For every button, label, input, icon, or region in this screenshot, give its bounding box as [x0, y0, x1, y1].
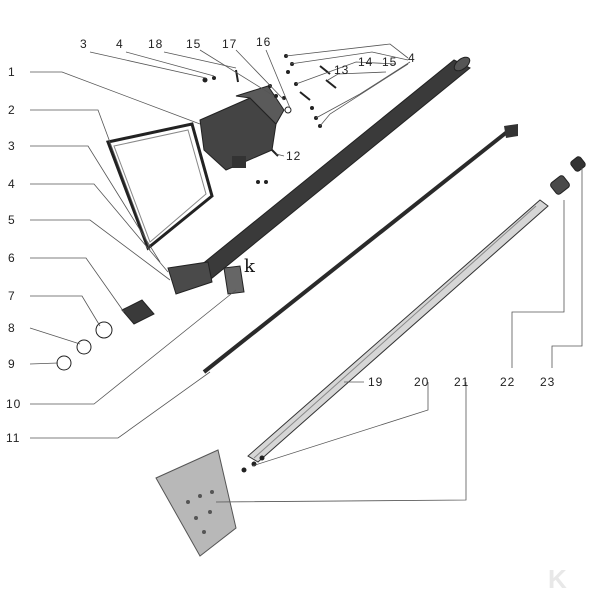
guide-rod: [202, 126, 514, 374]
bracket-foot: [232, 156, 246, 168]
callout-8: 8: [8, 321, 16, 335]
small-clamp-plate: [223, 265, 245, 295]
frame-plate: [105, 122, 214, 251]
callout-21: 21: [454, 375, 469, 389]
washer-7: [95, 321, 113, 339]
callout-6: 6: [8, 251, 16, 265]
coupling-22: [550, 175, 570, 195]
leader-lines: [29, 43, 583, 503]
callout-2: 2: [8, 103, 16, 117]
callout-9: 9: [8, 357, 16, 371]
guide-rod-end-cap: [504, 124, 518, 138]
washer-9: [56, 355, 72, 371]
base-plate: [155, 449, 237, 557]
callout-20: 20: [414, 375, 429, 389]
callout-right-15: 15: [382, 55, 397, 69]
callout-5: 5: [8, 213, 16, 227]
callout-top-16: 16: [256, 35, 271, 49]
callout-13: 13: [334, 63, 349, 77]
callout-top-3: 3: [80, 37, 88, 51]
callout-22: 22: [500, 375, 515, 389]
handwritten-k-mark: k: [244, 256, 256, 277]
mounting-bracket-top: [235, 85, 285, 125]
bushing-6: [121, 299, 155, 325]
tube-end-bracket: [167, 261, 213, 295]
callout-top-4: 4: [116, 37, 124, 51]
callout-10: 10: [6, 397, 21, 411]
watermark-logo: K: [548, 564, 567, 594]
callout-11: 11: [6, 431, 20, 445]
callout-3: 3: [8, 139, 16, 153]
callout-4: 4: [8, 177, 16, 191]
hardware-cluster: [202, 54, 337, 184]
callout-12: 12: [286, 149, 301, 163]
callout-top-17: 17: [222, 37, 237, 51]
callout-7: 7: [8, 289, 16, 303]
main-tube: [189, 59, 471, 284]
frame-plate-inner: [113, 129, 207, 243]
washer-8: [76, 339, 92, 355]
callout-14: 14: [358, 55, 373, 69]
main-tube-end: [453, 56, 471, 72]
callout-labels: 1 2 3 4 5 6 7 8 9 10 11 3 4 18 15 17 16 …: [6, 35, 555, 445]
callout-23: 23: [540, 375, 555, 389]
callout-right-4: 4: [408, 51, 416, 65]
nut-23: [570, 156, 586, 172]
callout-top-15: 15: [186, 37, 201, 51]
callout-top-18: 18: [148, 37, 163, 51]
callout-1: 1: [8, 65, 16, 79]
callout-19: 19: [368, 375, 383, 389]
